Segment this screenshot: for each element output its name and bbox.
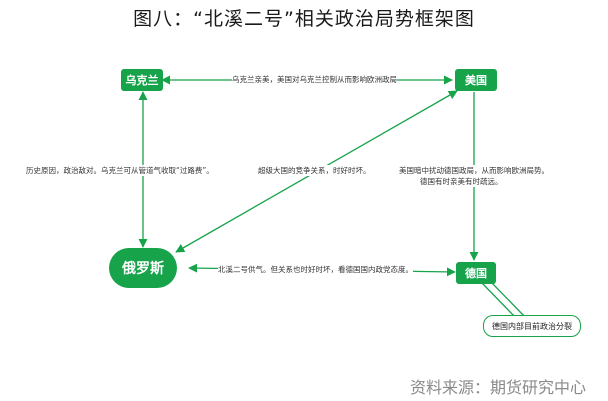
edge-label-ukraine-russia: 历史原因，政治敌对。乌克兰可从管道气收取“过路费”。 [26, 165, 214, 176]
page-title: 图八：“北溪二号”相关政治局势框架图 [133, 8, 475, 30]
edge-label-russia-germany: 北溪二号供气。但关系也时好时坏，看德国国内政党态度。 [218, 264, 413, 275]
source-note: 资料来源：期货研究中心 [409, 378, 586, 397]
node-ukraine: 乌克兰 [121, 69, 163, 91]
edge-label-russia-usa: 超级大国的竞争关系，时好时坏。 [258, 165, 371, 176]
edge-label-ukraine-usa: 乌克兰亲美，美国对乌克兰控制从而影响欧洲政局 [232, 74, 397, 85]
edge-label-usa-germany-2: 德国有时亲美有时疏远。 [420, 176, 503, 187]
node-usa: 美国 [455, 69, 497, 91]
node-germany: 德国 [456, 262, 496, 284]
edge-label-usa-germany-1: 美国暗中扰动德国政局，从而影响欧洲局势。 [399, 165, 549, 176]
callout-pointer [480, 282, 528, 319]
node-russia: 俄罗斯 [109, 248, 177, 288]
callout-germany-politics: 德国内部目前政治分裂 [483, 315, 581, 337]
